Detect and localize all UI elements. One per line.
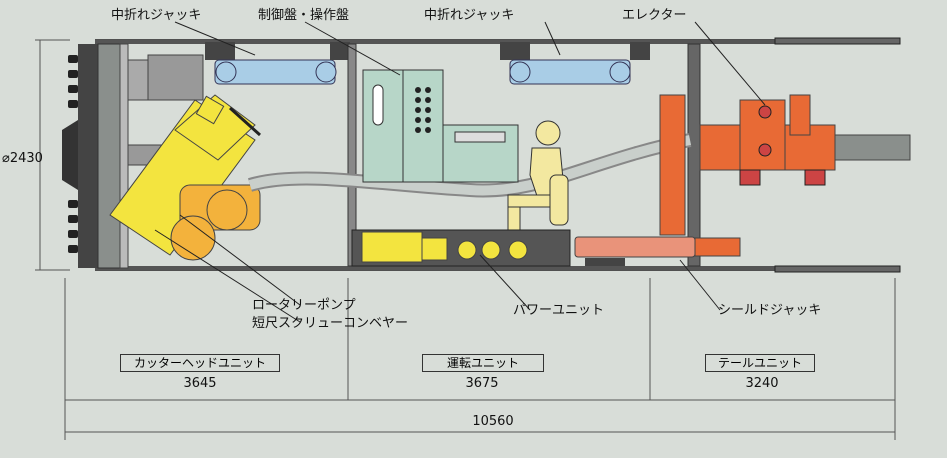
callout-power-unit: パワーユニット — [513, 303, 605, 318]
cutter-head — [62, 43, 204, 269]
power-unit — [351, 229, 571, 267]
shell-bottom-band — [95, 266, 900, 270]
callout-mid-jack-right: 中折れジャッキ — [424, 8, 515, 23]
callout-control-panel: 制御盤・操作盤 — [258, 8, 350, 23]
shell-top-band — [95, 40, 900, 44]
dimension-lines — [35, 39, 896, 440]
operator-figure — [507, 120, 569, 238]
callout-erector: エレクター — [622, 8, 687, 23]
callout-screw-conveyor: 短尺スクリューコンベヤー — [252, 316, 409, 331]
erector — [659, 94, 911, 236]
tail-seals — [774, 37, 901, 273]
mid-break-jack-right — [500, 42, 650, 85]
callout-mid-jack-left: 中折れジャッキ — [111, 8, 202, 23]
total-length: 10560 — [472, 414, 514, 429]
section-tail-length: 3240 — [745, 376, 779, 391]
bulkhead-2 — [687, 43, 701, 267]
rotary-pump — [170, 184, 261, 261]
section-cutterhead-length: 3645 — [183, 376, 217, 391]
section-operation-length: 3675 — [465, 376, 499, 391]
diameter-label: ⌀2430 — [2, 151, 43, 166]
shield-jack — [574, 236, 741, 266]
section-operation-label: 運転ユニット — [422, 354, 544, 372]
callout-shield-jack: シールドジャッキ — [718, 303, 822, 318]
callout-rotary-pump: ロータリーポンプ — [252, 298, 356, 313]
control-panel — [362, 69, 519, 183]
screw-conveyor — [109, 94, 262, 256]
leader-lines — [154, 21, 766, 323]
section-cutterhead-label: カッターヘッドユニット — [120, 354, 280, 372]
mid-break-jack-left — [205, 42, 350, 85]
section-tail-label: テールユニット — [705, 354, 815, 372]
